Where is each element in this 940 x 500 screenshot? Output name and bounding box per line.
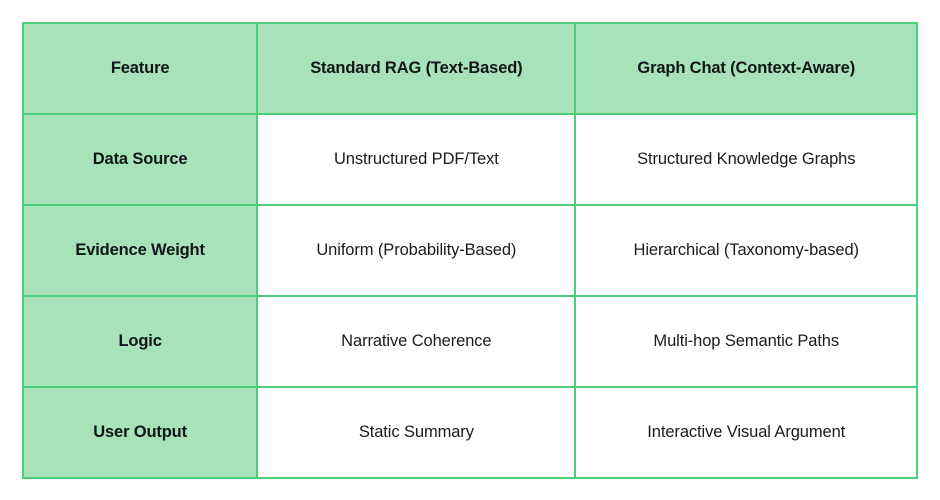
row-label-evidence-weight: Evidence Weight [21, 204, 259, 297]
cell-data-source-standard-rag: Unstructured PDF/Text [256, 113, 577, 206]
cell-data-source-graph-chat: Structured Knowledge Graphs [574, 113, 918, 206]
cell-logic-standard-rag: Narrative Coherence [256, 295, 577, 388]
cell-evidence-weight-graph-chat: Hierarchical (Taxonomy-based) [574, 204, 918, 297]
table-body: Data Source Unstructured PDF/Text Struct… [21, 113, 918, 479]
table-row: User Output Static Summary Interactive V… [21, 386, 918, 479]
column-header-graph-chat: Graph Chat (Context-Aware) [574, 22, 918, 115]
column-header-standard-rag: Standard RAG (Text-Based) [256, 22, 577, 115]
cell-evidence-weight-standard-rag: Uniform (Probability-Based) [256, 204, 577, 297]
table-header: Feature Standard RAG (Text-Based) Graph … [21, 22, 918, 115]
table-row: Data Source Unstructured PDF/Text Struct… [21, 113, 918, 206]
row-label-logic: Logic [21, 295, 259, 388]
row-label-user-output: User Output [21, 386, 259, 479]
table-row: Logic Narrative Coherence Multi-hop Sema… [21, 295, 918, 388]
column-header-feature: Feature [21, 22, 259, 115]
cell-logic-graph-chat: Multi-hop Semantic Paths [574, 295, 918, 388]
row-label-data-source: Data Source [21, 113, 259, 206]
cell-user-output-graph-chat: Interactive Visual Argument [574, 386, 918, 479]
table-header-row: Feature Standard RAG (Text-Based) Graph … [21, 22, 918, 115]
comparison-table: Feature Standard RAG (Text-Based) Graph … [21, 22, 918, 479]
cell-user-output-standard-rag: Static Summary [256, 386, 577, 479]
table-row: Evidence Weight Uniform (Probability-Bas… [21, 204, 918, 297]
comparison-table-container: Feature Standard RAG (Text-Based) Graph … [21, 22, 918, 479]
